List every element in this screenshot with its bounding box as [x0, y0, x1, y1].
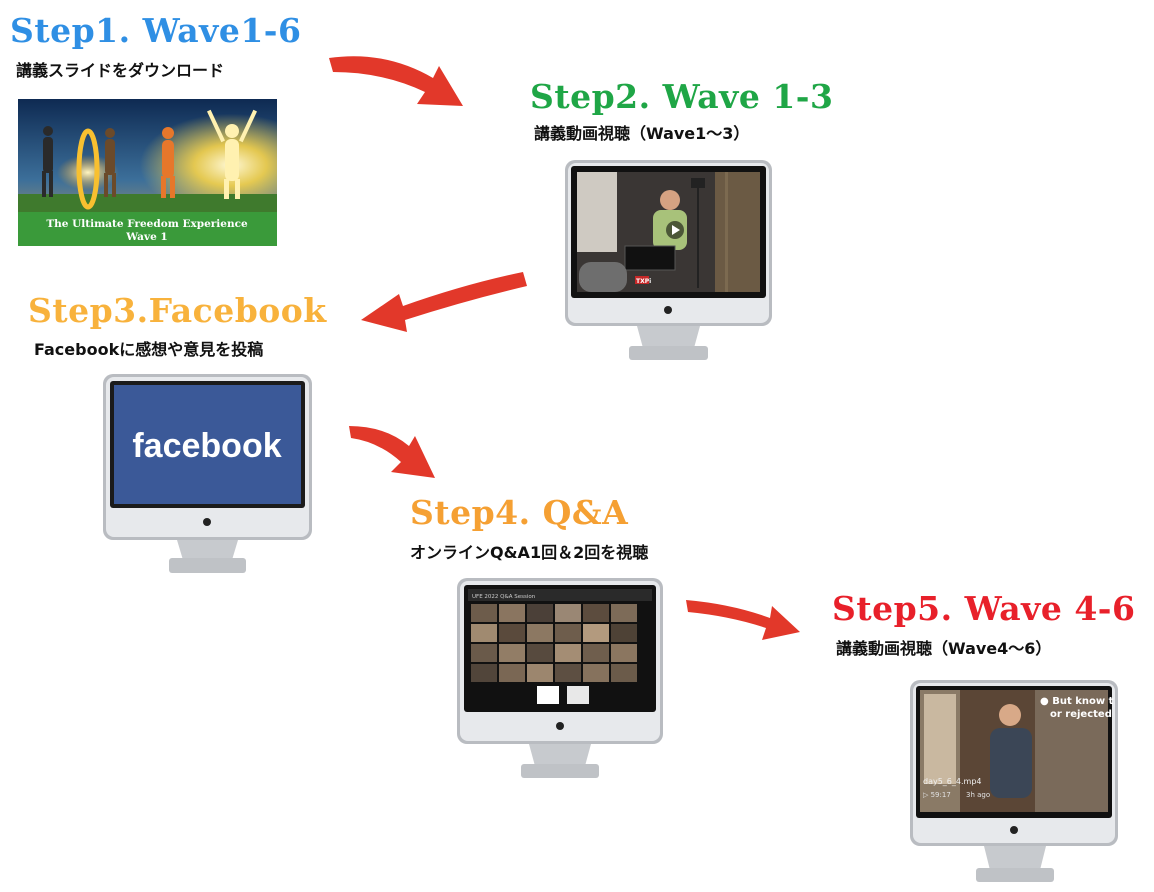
monitor-camera-icon: [556, 722, 564, 730]
play-icon: [672, 225, 680, 235]
step3-subtitle: Facebookに感想や意見を投稿: [34, 340, 264, 359]
video5-overlay-line1: ● But know t: [1040, 696, 1114, 707]
video5-duration: ▷ 59:17: [923, 791, 951, 799]
step4-title: Step4. Q&A: [410, 493, 629, 532]
slide-caption-line2: Wave 1: [125, 231, 167, 243]
monitor-camera-icon: [1010, 826, 1018, 834]
step4-subtitle: オンラインQ&A1回＆2回を視聴: [410, 543, 649, 562]
video5-ago: 3h ago: [966, 791, 990, 799]
step1-title: Step1. Wave1-6: [10, 11, 302, 50]
step5-subtitle: 講義動画視聴（Wave4〜6）: [836, 639, 1052, 658]
video5-filename: day5_6_4.mp4: [923, 777, 982, 786]
monitor-camera-icon: [203, 518, 211, 526]
wave1-slide-thumbnail: The Ultimate Freedom Experience Wave 1: [18, 99, 277, 246]
step2-title: Step2. Wave 1-3: [530, 77, 834, 116]
step2-subtitle: 講義動画視聴（Wave1〜3）: [534, 124, 750, 143]
qa-video-grid: [471, 604, 637, 704]
arrow-step4-to-step5: [686, 600, 800, 640]
arrow-step1-to-step2: [329, 56, 463, 106]
step5-title: Step5. Wave 4-6: [832, 589, 1136, 628]
video5-overlay-line2: or rejected: [1050, 709, 1112, 720]
arrow-step3-to-step4: [349, 426, 435, 478]
qa-header: UFE 2022 Q&A Session: [472, 594, 536, 600]
monitor-step3: facebook: [103, 374, 312, 573]
step3-title: Step3.Facebook: [28, 291, 327, 330]
monitor-camera-icon: [664, 306, 672, 314]
facebook-logo: facebook: [132, 427, 281, 465]
monitor-step4: UFE 2022 Q&A Session: [457, 578, 663, 778]
slide-caption-line1: The Ultimate Freedom Experience: [46, 218, 248, 230]
monitor-step5: ● But know t or rejected day5_6_4.mp4 ▷ …: [910, 680, 1118, 882]
step1-subtitle: 講義スライドをダウンロード: [16, 61, 225, 80]
monitor-step2: TXPi: [565, 160, 772, 360]
arrow-step2-to-step3: [361, 272, 527, 332]
video2-badge: TXPi: [636, 278, 651, 285]
